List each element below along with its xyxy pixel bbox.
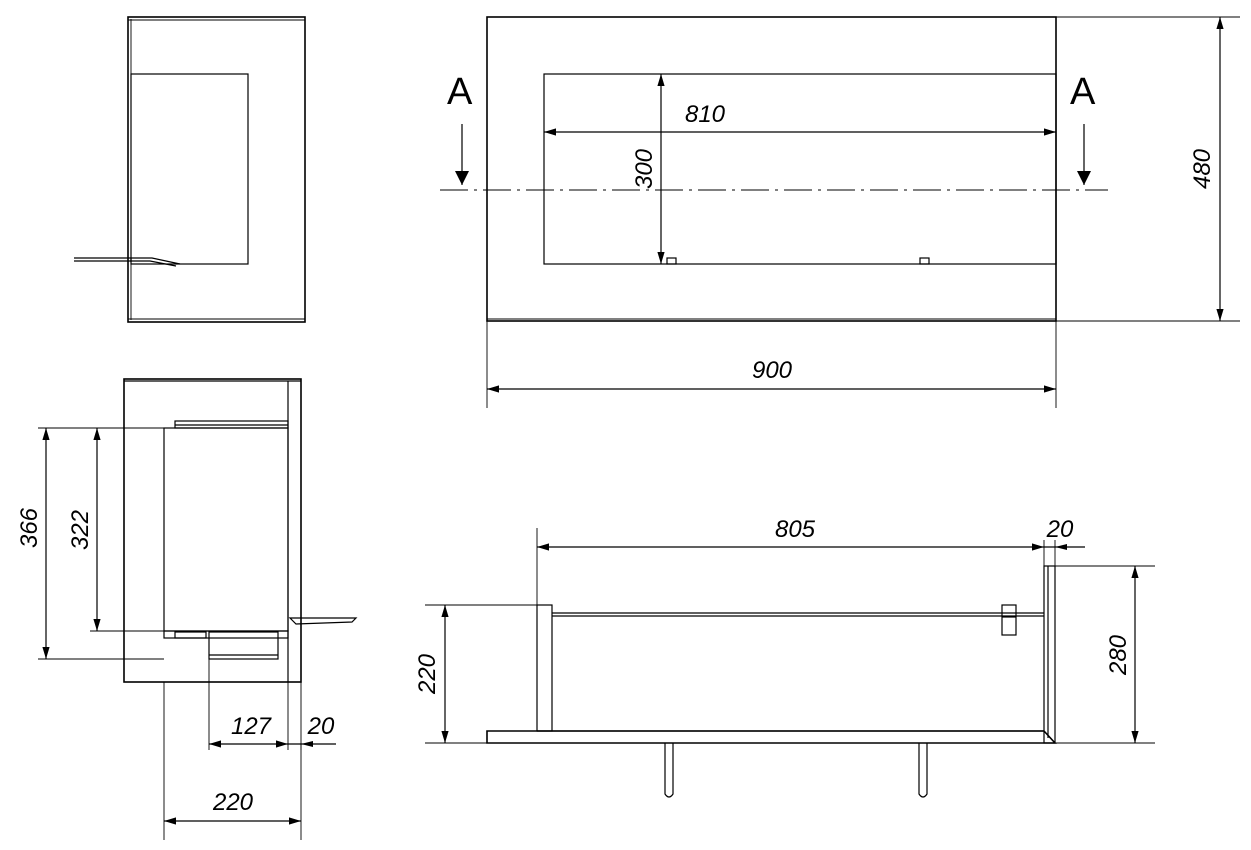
side-section-view: 366 322 127 20 220 (16, 378, 358, 840)
dim-322: 322 (67, 510, 94, 550)
side-elevation-view (74, 16, 306, 323)
dim-900: 900 (752, 357, 793, 384)
dim-127: 127 (231, 713, 273, 740)
section-a-view: 805 20 280 220 (414, 516, 1155, 798)
dim-20-side: 20 (307, 713, 335, 740)
dim-480: 480 (1189, 148, 1216, 189)
dim-280: 280 (1105, 634, 1132, 676)
section-mark-right: A (1070, 71, 1096, 113)
front-elevation-view: A A 810 300 480 900 (440, 16, 1240, 408)
dim-300: 300 (631, 148, 658, 189)
dim-20-section: 20 (1046, 516, 1074, 543)
dim-366: 366 (16, 507, 43, 548)
dim-220-section: 220 (414, 653, 441, 695)
dim-810: 810 (685, 101, 726, 128)
dim-805: 805 (775, 516, 816, 543)
dim-220-side: 220 (212, 789, 254, 816)
section-mark-left: A (447, 71, 473, 113)
